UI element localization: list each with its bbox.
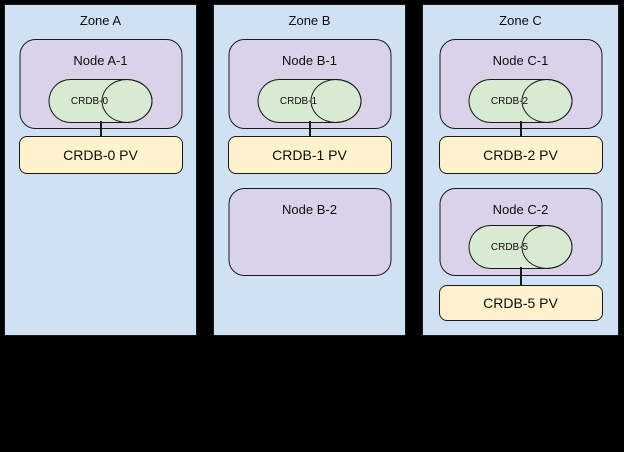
crdb-2-pv-label: CRDB-2 PV [483,147,558,163]
connector-crdb-2-to-pv [519,121,522,137]
zone-b-title: Zone B [288,13,331,28]
node-a-1-label: Node A-1 [73,53,128,68]
node-a-1: Node A-1 CRDB-0 [19,39,182,129]
cylinder-cap [521,225,573,269]
zone-a: Zone A Node A-1 CRDB-0 CRDB-0 PV [4,4,197,336]
crdb-0-pv-label: CRDB-0 PV [63,147,138,163]
node-c-1: Node C-1 CRDB-2 [439,39,602,129]
crdb-2-label: CRDB-2 [490,95,529,107]
connector-crdb-1-to-pv [308,121,311,137]
connector-crdb-5-to-pv [519,267,522,286]
node-c-1-label: Node C-1 [492,53,549,68]
crdb-5-pv-label: CRDB-5 PV [483,295,558,311]
crdb-1-cylinder: CRDB-1 [257,79,362,123]
crdb-0-pv: CRDB-0 PV [18,136,183,174]
crdb-2-cylinder: CRDB-2 [468,79,573,123]
node-b-2: Node B-2 [228,188,391,276]
crdb-2-pv: CRDB-2 PV [438,136,603,174]
crdb-5-label: CRDB-5 [490,241,529,253]
zone-c-title: Zone C [499,13,542,28]
node-c-2-label: Node C-2 [492,202,549,217]
node-c-2: Node C-2 CRDB-5 [439,188,602,276]
crdb-1-pv: CRDB-1 PV [227,136,392,174]
node-b-1-label: Node B-1 [282,53,337,68]
crdb-0-cylinder: CRDB-0 [48,79,153,123]
crdb-1-label: CRDB-1 [279,95,318,107]
zone-c: Zone C Node C-1 CRDB-2 CRDB-2 PV Node C-… [422,4,619,336]
cylinder-cap [101,79,153,123]
zone-a-title: Zone A [79,13,122,28]
cylinder-cap [310,79,362,123]
crdb-5-pv: CRDB-5 PV [438,285,603,321]
cylinder-cap [521,79,573,123]
crdb-1-pv-label: CRDB-1 PV [272,147,347,163]
connector-crdb-0-to-pv [99,121,102,137]
zone-b: Zone B Node B-1 CRDB-1 CRDB-1 PV Node B-… [213,4,406,336]
node-b-1: Node B-1 CRDB-1 [228,39,391,129]
crdb-0-label: CRDB-0 [70,95,109,107]
node-b-2-label: Node B-2 [282,202,337,217]
crdb-5-cylinder: CRDB-5 [468,225,573,269]
